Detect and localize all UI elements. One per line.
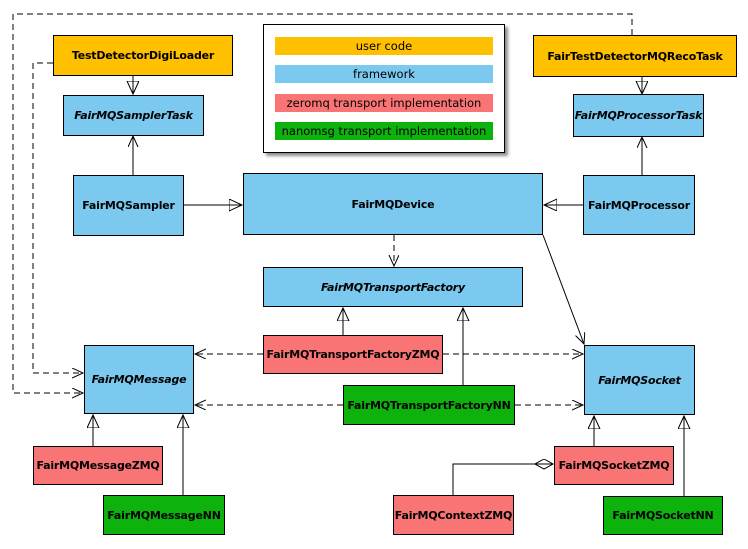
legend-label-framework: framework xyxy=(353,67,415,82)
edge-testdetectordigiloader-fairmqmessage xyxy=(32,62,83,373)
legend-item-zeromq: zeromq transport implementation xyxy=(275,93,493,112)
node-fairmqmessage: FairMQMessage xyxy=(84,345,194,414)
node-fairmqprocessor: FairMQProcessor xyxy=(583,175,695,235)
node-fairmqsocket: FairMQSocket xyxy=(584,345,695,415)
node-fairmqmessagenn: FairMQMessageNN xyxy=(103,495,225,535)
node-fairmqmessagezmq: FairMQMessageZMQ xyxy=(33,446,163,485)
legend-label-user-code: user code xyxy=(355,39,413,54)
node-fairmqdevice: FairMQDevice xyxy=(243,173,543,235)
node-fairmqtransportfactory: FairMQTransportFactory xyxy=(263,267,523,307)
node-fairtestdetectormqrecotask: FairTestDetectorMQRecoTask xyxy=(533,35,737,77)
edge-fairmqcontextzmq-fairmqsocketzmq xyxy=(452,464,553,495)
legend-item-nanomsg: nanomsg transport implementation xyxy=(275,121,493,140)
node-fairmqsamplertask: FairMQSamplerTask xyxy=(63,95,204,136)
node-fairmqprocessortask: FairMQProcessorTask xyxy=(573,94,704,137)
node-fairmqsocketnn: FairMQSocketNN xyxy=(603,496,723,535)
legend-label-nanomsg: nanomsg transport implementation xyxy=(281,123,487,138)
node-fairmqsampler: FairMQSampler xyxy=(73,175,184,236)
node-fairmqtransportfactoryzmq: FairMQTransportFactoryZMQ xyxy=(263,335,443,374)
legend-item-user-code: user code xyxy=(275,37,493,56)
legend: user code framework zeromq transport imp… xyxy=(263,24,505,153)
node-fairmqcontextzmq: FairMQContextZMQ xyxy=(393,495,514,535)
node-fairmqsocketzmq: FairMQSocketZMQ xyxy=(554,446,674,485)
legend-label-zeromq: zeromq transport implementation xyxy=(286,95,482,110)
node-testdetectordigiloader: TestDetectorDigiLoader xyxy=(53,35,233,76)
edge-fairtestdetectormqrecotask-fairmqmessage xyxy=(12,13,633,393)
legend-item-framework: framework xyxy=(275,65,493,84)
edge-fairmqdevice-fairmqsocket xyxy=(542,234,584,344)
node-fairmqtransportfactorynn: FairMQTransportFactoryNN xyxy=(343,385,515,425)
